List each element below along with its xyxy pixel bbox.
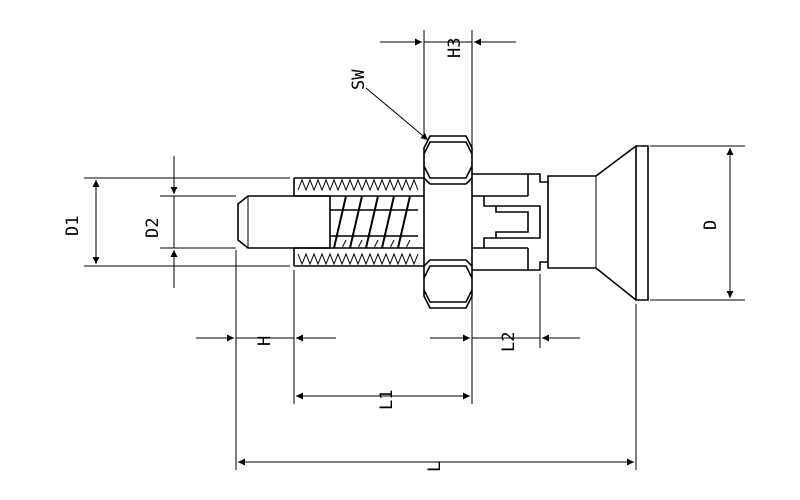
mushroom-knob (547, 145, 649, 301)
label-d: D (701, 220, 721, 230)
label-l1: L1 (377, 390, 397, 410)
sw-leader (365, 87, 429, 141)
hex-nut (423, 135, 473, 309)
extension-lines (84, 30, 745, 470)
compression-spring (330, 195, 418, 249)
label-h: H (255, 336, 275, 346)
threaded-body (293, 177, 424, 267)
dimension-lines (92, 38, 734, 466)
label-sw: SW (349, 69, 369, 90)
label-d1: D1 (63, 216, 83, 236)
slotted-sleeve (472, 173, 548, 271)
dimension-labels: SW H3 D1 D2 D H L2 L1 L (63, 38, 721, 472)
label-l: L (425, 462, 445, 472)
label-h3: H3 (445, 38, 465, 58)
plunger-pin (237, 195, 331, 249)
label-d2: D2 (143, 218, 163, 238)
label-l2: L2 (499, 332, 519, 352)
